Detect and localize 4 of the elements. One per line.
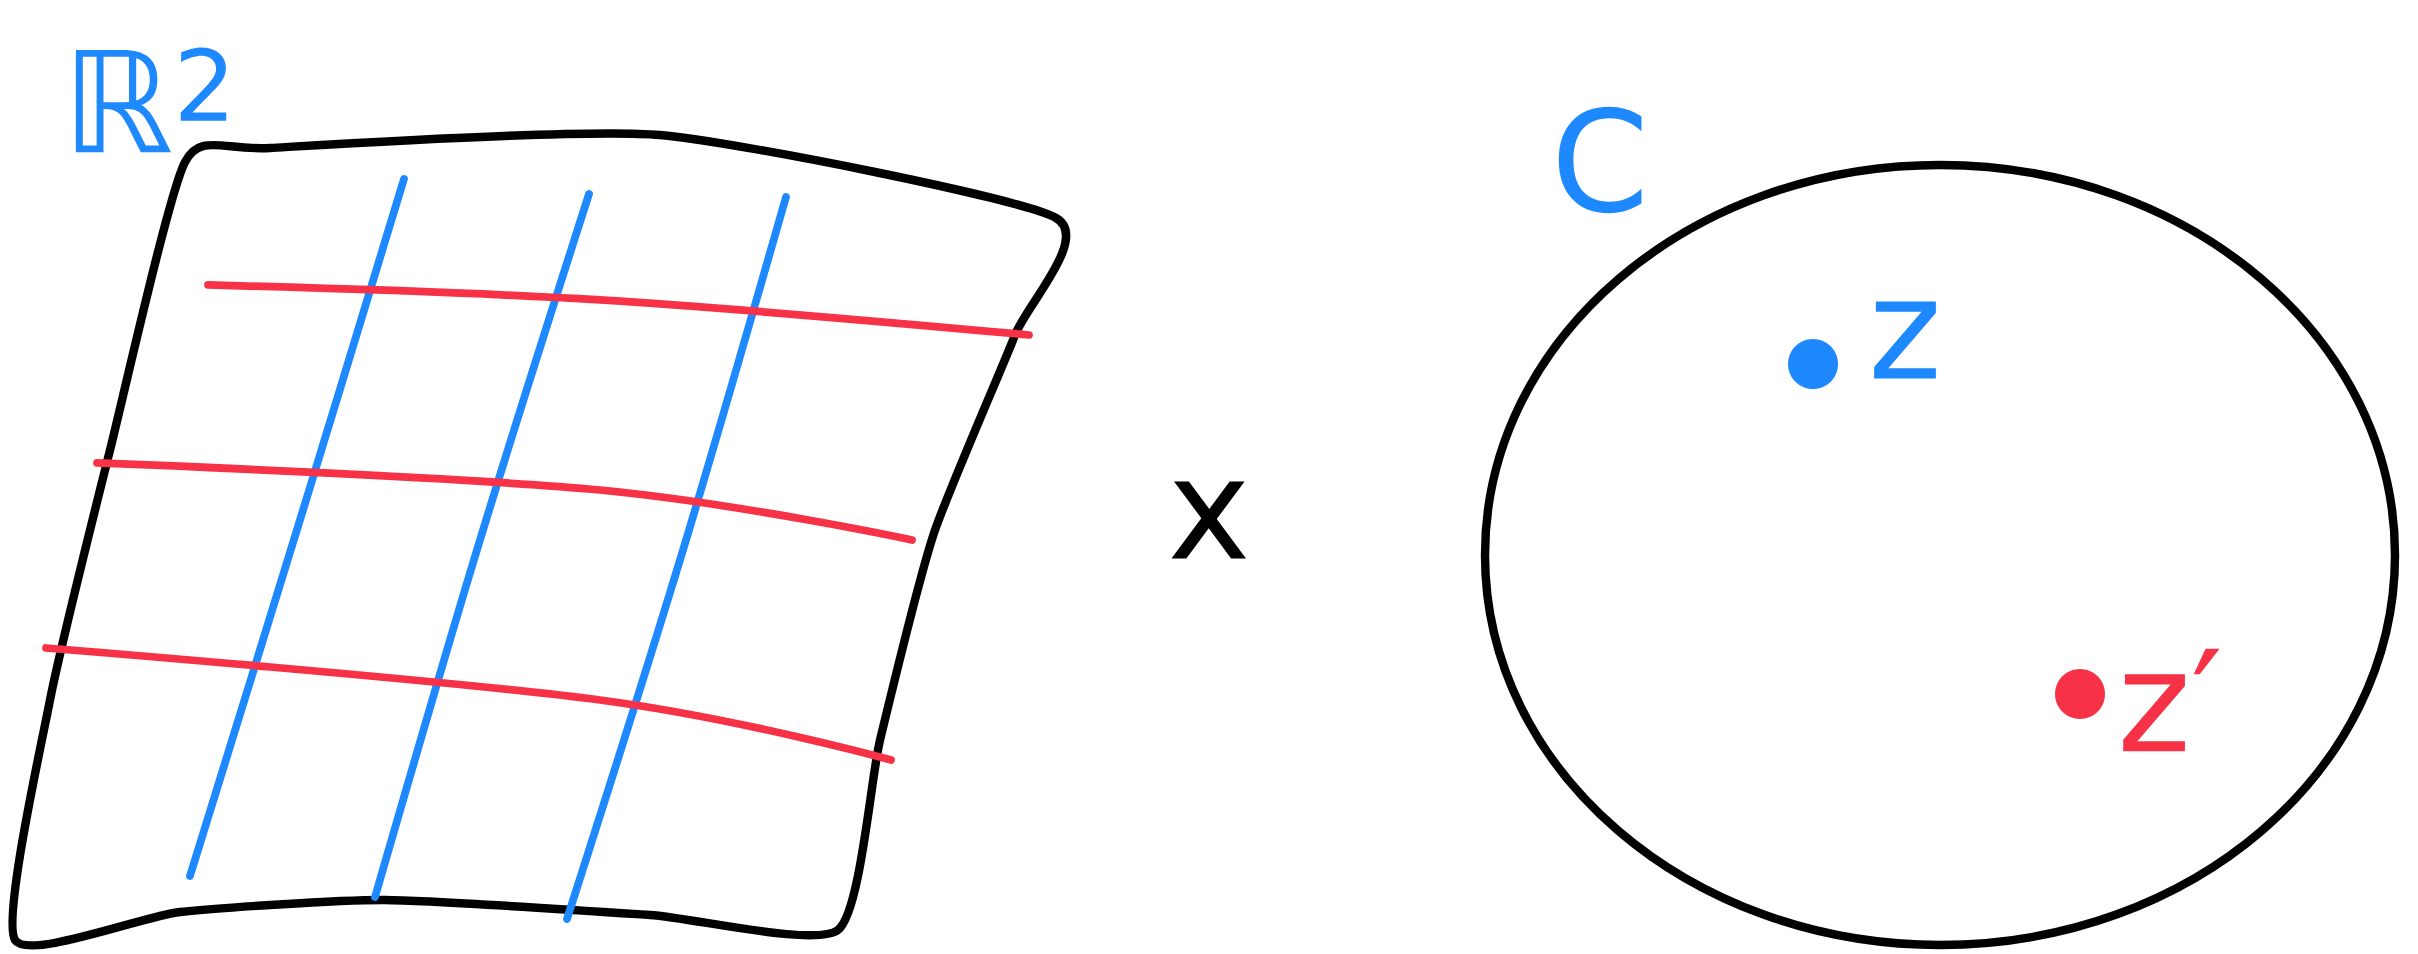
node-label: ℝ$^{2}$	[75, 47, 227, 153]
point-label: z	[1874, 301, 1936, 379]
point-label: z′	[2123, 648, 2220, 752]
grid-sheet: ℝ$^{2}$	[8, 47, 1071, 950]
